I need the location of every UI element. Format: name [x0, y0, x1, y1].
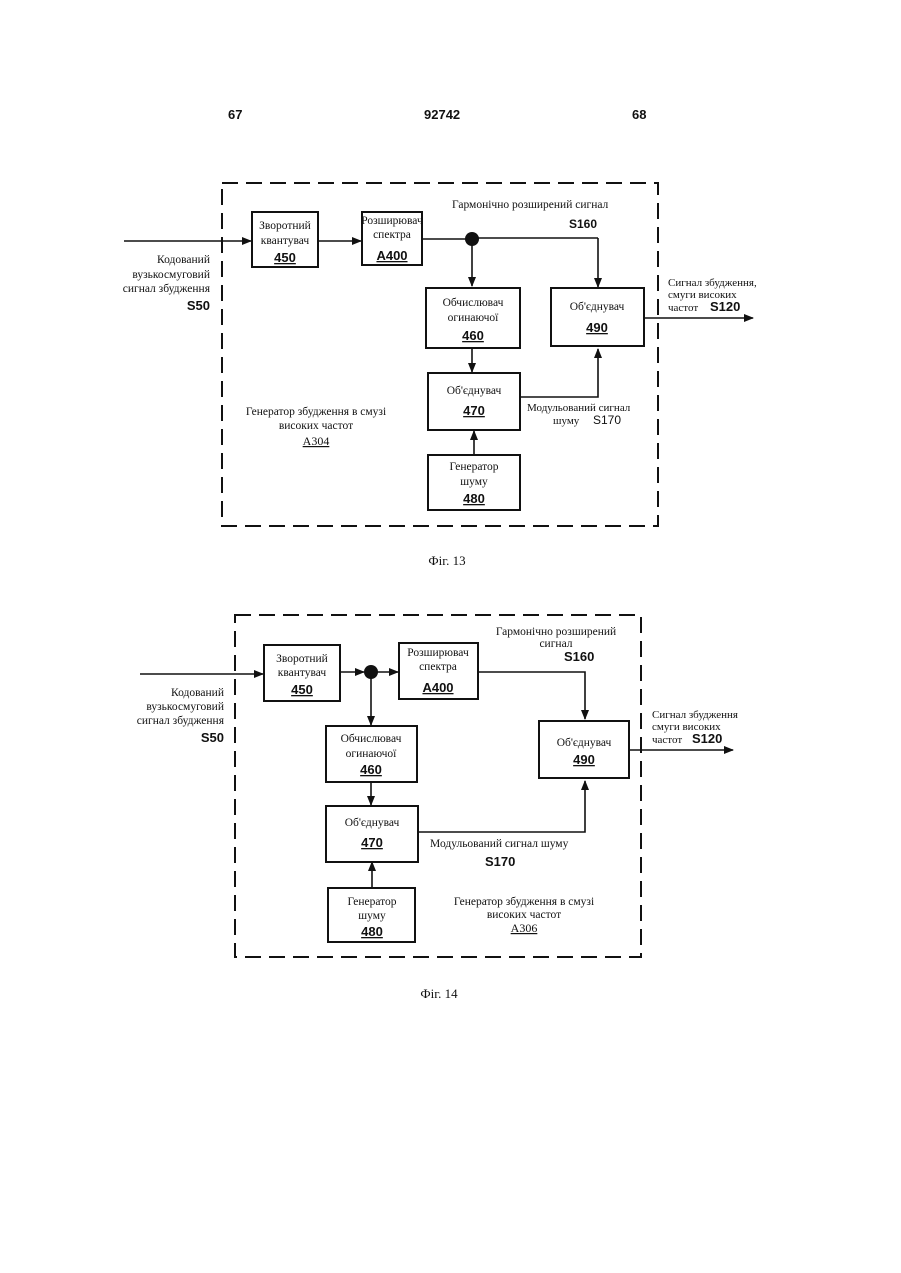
fig14-generator-code: A306	[511, 921, 538, 935]
fig14-wire-a400-490	[478, 672, 585, 719]
fig13-block-480-line2: шуму	[460, 476, 488, 488]
fig13-generator-code: A304	[303, 434, 330, 448]
fig13-input-label-1: Кодований	[157, 254, 210, 266]
fig13-block-490	[551, 288, 644, 346]
fig14-wire-470-490	[418, 781, 585, 832]
fig14-block-490-number: 490	[573, 752, 595, 767]
fig14-generator-title-1: Генератор збудження в смузі	[454, 896, 594, 908]
fig13-output-code: S120	[710, 299, 740, 314]
fig13-input-label-2: вузькосмуговий	[132, 269, 210, 281]
fig14-output-label-3: частот	[652, 734, 682, 746]
fig14-noise-code: S170	[485, 854, 515, 869]
fig13-block-490-number: 490	[586, 320, 608, 335]
fig14-output-code: S120	[692, 731, 722, 746]
fig14-block-470	[326, 806, 418, 862]
fig13-harmonic-code: S160	[569, 217, 597, 231]
fig14-block-450-line2: квантувач	[278, 667, 327, 679]
figure-14: Зворотний квантувач 450 Розширювач спект…	[137, 615, 738, 1001]
fig13-block-460-line1: Обчислювач	[443, 297, 504, 309]
fig14-block-a400-line1: Розширювач	[407, 647, 469, 659]
fig13-generator-title-1: Генератор збудження в смузі	[246, 406, 386, 418]
fig13-junction-node	[465, 232, 479, 246]
fig13-noise-code: S170	[593, 413, 621, 427]
fig14-block-480-line2: шуму	[358, 910, 386, 922]
fig13-input-code: S50	[187, 298, 210, 313]
fig14-block-470-line1: Об'єднувач	[345, 817, 400, 829]
fig13-block-a400-number: A400	[376, 248, 407, 263]
fig14-block-460-number: 460	[360, 762, 382, 777]
fig13-output-label-3: частот	[668, 302, 698, 314]
fig14-block-480-line1: Генератор	[347, 896, 396, 908]
page-number-left: 67	[228, 107, 242, 122]
fig13-block-480-line1: Генератор	[449, 461, 498, 473]
fig13-wire-470-490	[520, 349, 598, 397]
fig13-block-450-line1: Зворотний	[259, 220, 311, 232]
fig13-block-470	[428, 373, 520, 430]
patent-number: 92742	[424, 107, 460, 122]
fig13-generator-title-2: високих частот	[279, 420, 353, 432]
fig14-output-label-1: Сигнал збудження	[652, 709, 738, 721]
figure-13: Зворотний квантувач 450 Розширювач спект…	[123, 183, 757, 568]
fig14-block-450-number: 450	[291, 682, 313, 697]
fig14-block-450-line1: Зворотний	[276, 653, 328, 665]
fig13-block-450-line2: квантувач	[261, 235, 310, 247]
fig13-output-label-1: Сигнал збудження,	[668, 277, 757, 289]
fig14-caption: Фіг. 14	[420, 986, 458, 1001]
fig13-noise-label-2: шуму	[553, 415, 580, 427]
fig14-input-label-3: сигнал збудження	[137, 715, 225, 727]
fig14-junction-node	[364, 665, 378, 679]
fig14-generator-title-2: високих частот	[487, 909, 561, 921]
fig14-input-code: S50	[201, 730, 224, 745]
fig13-harmonic-label: Гармонічно розширений сигнал	[452, 199, 609, 211]
fig14-block-460-line1: Обчислювач	[341, 733, 402, 745]
fig13-block-490-line1: Об'єднувач	[570, 301, 625, 313]
fig13-block-a400-line2: спектра	[373, 229, 411, 241]
fig14-block-470-number: 470	[361, 835, 383, 850]
fig13-block-470-line1: Об'єднувач	[447, 385, 502, 397]
fig14-block-490-line1: Об'єднувач	[557, 737, 612, 749]
fig13-block-470-number: 470	[463, 403, 485, 418]
fig14-harmonic-label-1: Гармонічно розширений	[496, 626, 616, 638]
fig14-block-490	[539, 721, 629, 778]
fig13-caption: Фіг. 13	[428, 553, 465, 568]
fig13-block-460-line2: огинаючої	[448, 312, 500, 324]
fig13-block-480-number: 480	[463, 491, 485, 506]
fig14-harmonic-code: S160	[564, 649, 594, 664]
fig14-block-480-number: 480	[361, 924, 383, 939]
fig13-block-460-number: 460	[462, 328, 484, 343]
fig14-noise-label: Модульований сигнал шуму	[430, 838, 569, 850]
fig14-input-label-1: Кодований	[171, 687, 224, 699]
fig13-block-450-number: 450	[274, 250, 296, 265]
fig13-block-a400-line1: Розширювач	[361, 215, 423, 227]
fig14-block-460-line2: огинаючої	[346, 748, 398, 760]
fig13-input-label-3: сигнал збудження	[123, 283, 211, 295]
fig14-input-label-2: вузькосмуговий	[146, 701, 224, 713]
fig14-block-a400-line2: спектра	[419, 661, 457, 673]
page-number-right: 68	[632, 107, 646, 122]
fig14-block-a400-number: A400	[422, 680, 453, 695]
